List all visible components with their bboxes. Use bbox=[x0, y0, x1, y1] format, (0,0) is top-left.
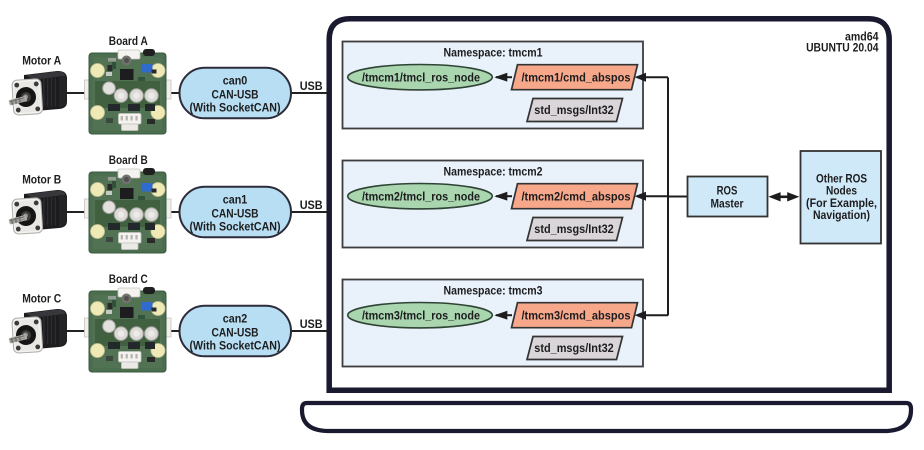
svg-text:Motor A: Motor A bbox=[22, 54, 61, 68]
svg-text:USB: USB bbox=[300, 198, 323, 212]
svg-text:std_msgs/Int32: std_msgs/Int32 bbox=[534, 103, 614, 117]
svg-text:Board A: Board A bbox=[109, 34, 148, 48]
svg-text:std_msgs/Int32: std_msgs/Int32 bbox=[534, 341, 614, 355]
svg-text:/tmcm3/cmd_abspos: /tmcm3/cmd_abspos bbox=[522, 309, 631, 323]
svg-text:Other ROS: Other ROS bbox=[816, 174, 867, 186]
svg-text:(With SocketCAN): (With SocketCAN) bbox=[190, 103, 281, 115]
svg-text:/tmcm2/cmd_abspos: /tmcm2/cmd_abspos bbox=[522, 190, 631, 204]
svg-text:Navigation): Navigation) bbox=[813, 210, 870, 222]
svg-text:Master: Master bbox=[711, 199, 744, 211]
svg-text:CAN-USB: CAN-USB bbox=[212, 89, 259, 101]
svg-text:(For Example,: (For Example, bbox=[806, 198, 877, 210]
svg-text:std_msgs/Int32: std_msgs/Int32 bbox=[534, 222, 614, 236]
svg-text:Motor C: Motor C bbox=[22, 292, 61, 306]
svg-text:/tmcm1/cmd_abspos: /tmcm1/cmd_abspos bbox=[522, 71, 631, 85]
svg-text:can2: can2 bbox=[223, 314, 248, 326]
svg-text:(With SocketCAN): (With SocketCAN) bbox=[190, 341, 281, 353]
svg-text:/tmcm1/tmcl_ros_node: /tmcm1/tmcl_ros_node bbox=[362, 71, 480, 85]
svg-text:CAN-USB: CAN-USB bbox=[212, 327, 259, 339]
svg-text:Board B: Board B bbox=[109, 153, 148, 167]
svg-text:can0: can0 bbox=[223, 76, 248, 88]
svg-text:CAN-USB: CAN-USB bbox=[212, 208, 259, 220]
svg-text:USB: USB bbox=[300, 317, 323, 331]
svg-text:Board C: Board C bbox=[109, 272, 148, 286]
svg-text:/tmcm3/tmcl_ros_node: /tmcm3/tmcl_ros_node bbox=[362, 309, 480, 323]
svg-text:(With SocketCAN): (With SocketCAN) bbox=[190, 222, 281, 234]
svg-text:amd64: amd64 bbox=[845, 30, 879, 44]
svg-text:Namespace: tmcm1: Namespace: tmcm1 bbox=[444, 46, 543, 60]
svg-text:Motor B: Motor B bbox=[22, 173, 61, 187]
svg-text:/tmcm2/tmcl_ros_node: /tmcm2/tmcl_ros_node bbox=[362, 190, 480, 204]
svg-text:Nodes: Nodes bbox=[826, 186, 857, 198]
svg-text:Namespace: tmcm3: Namespace: tmcm3 bbox=[444, 284, 543, 298]
svg-text:UBUNTU 20.04: UBUNTU 20.04 bbox=[806, 40, 879, 54]
svg-text:ROS: ROS bbox=[717, 186, 738, 198]
svg-text:can1: can1 bbox=[223, 195, 248, 207]
svg-text:USB: USB bbox=[300, 79, 323, 93]
svg-text:Namespace: tmcm2: Namespace: tmcm2 bbox=[444, 165, 543, 179]
